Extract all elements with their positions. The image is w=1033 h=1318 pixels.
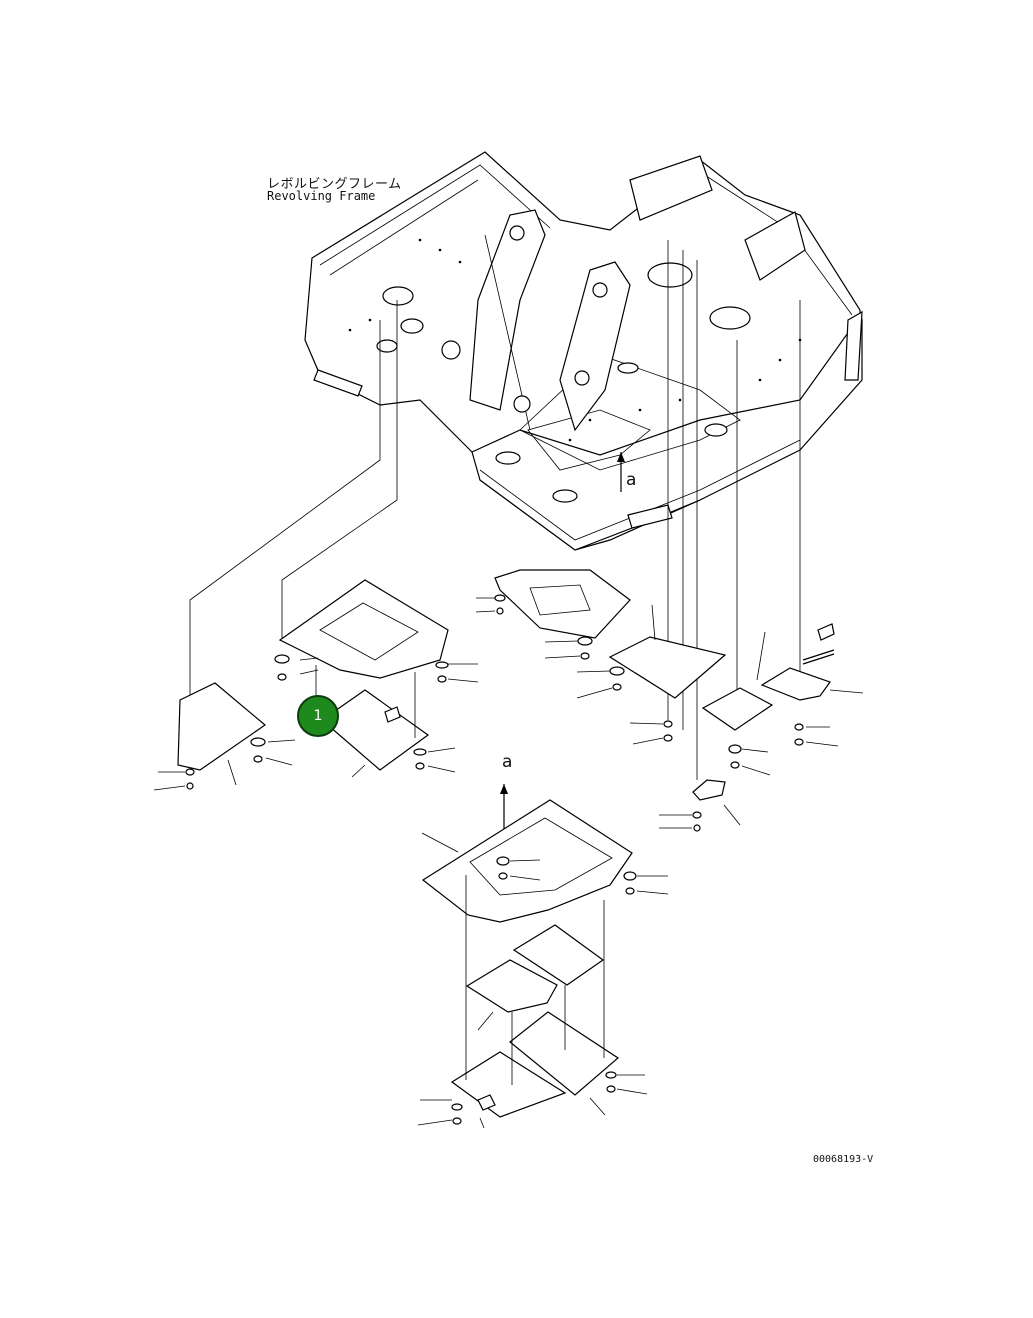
revolving-frame: [304, 151, 863, 551]
left-cover-assembly: [153, 579, 479, 791]
right-cover-assembly: [475, 569, 864, 832]
callout-number: 1: [313, 708, 323, 724]
view-marker-upper: a: [626, 470, 637, 490]
callout-badge[interactable]: 1: [297, 695, 339, 737]
drawing-number: 00068193-V: [813, 1154, 874, 1165]
floor-plate-assembly: [417, 784, 669, 1129]
view-marker-lower: a: [502, 752, 513, 772]
leader-lines: [189, 240, 801, 780]
frame-label-english: Revolving Frame: [267, 189, 376, 203]
frame-label-japanese: レボルビングフレーム: [267, 177, 402, 192]
